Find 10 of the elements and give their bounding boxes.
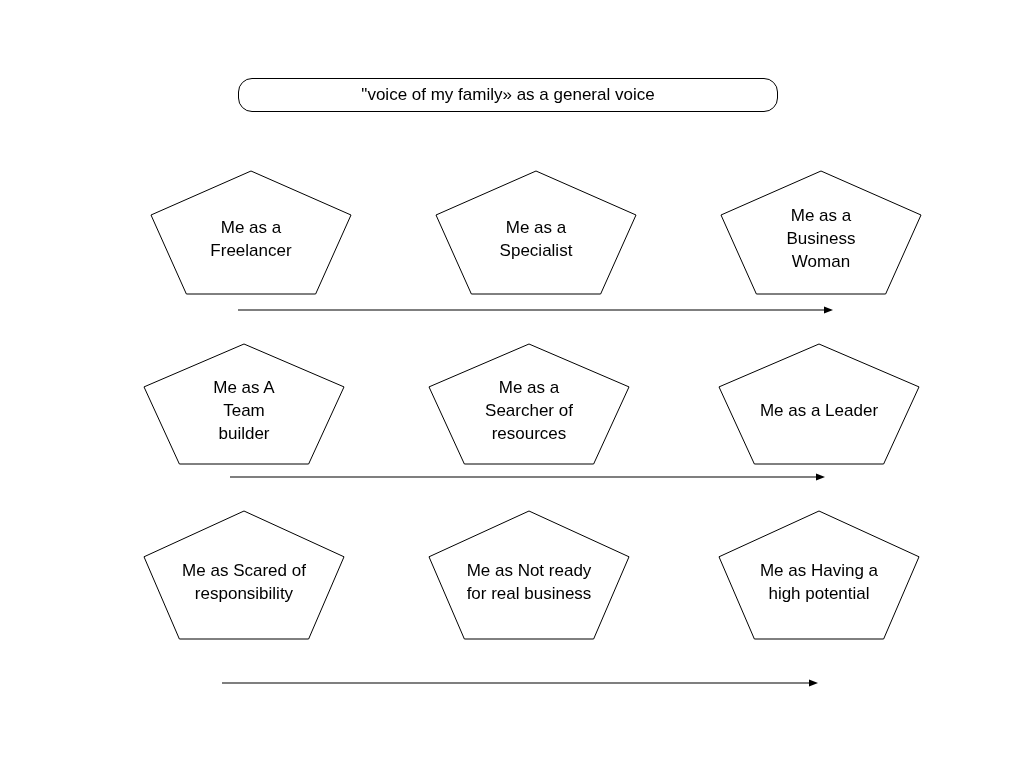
node-label: Me as a Leader: [758, 399, 880, 422]
node-label: Me as A Team builder: [212, 376, 276, 445]
node-label: Me as Scared of responsibility: [181, 559, 307, 605]
node-label: Me as a Searcher of resources: [484, 376, 574, 445]
node-label: Me as a Business Woman: [785, 205, 857, 274]
node-label: Me as Not ready for real business: [466, 559, 592, 605]
node-label: Me as a Specialist: [498, 216, 574, 262]
node-label: Me as a Freelancer: [209, 216, 293, 262]
title-box: "voice of my family» as a general voice: [238, 78, 778, 112]
node-label: Me as Having a high potential: [758, 559, 880, 605]
